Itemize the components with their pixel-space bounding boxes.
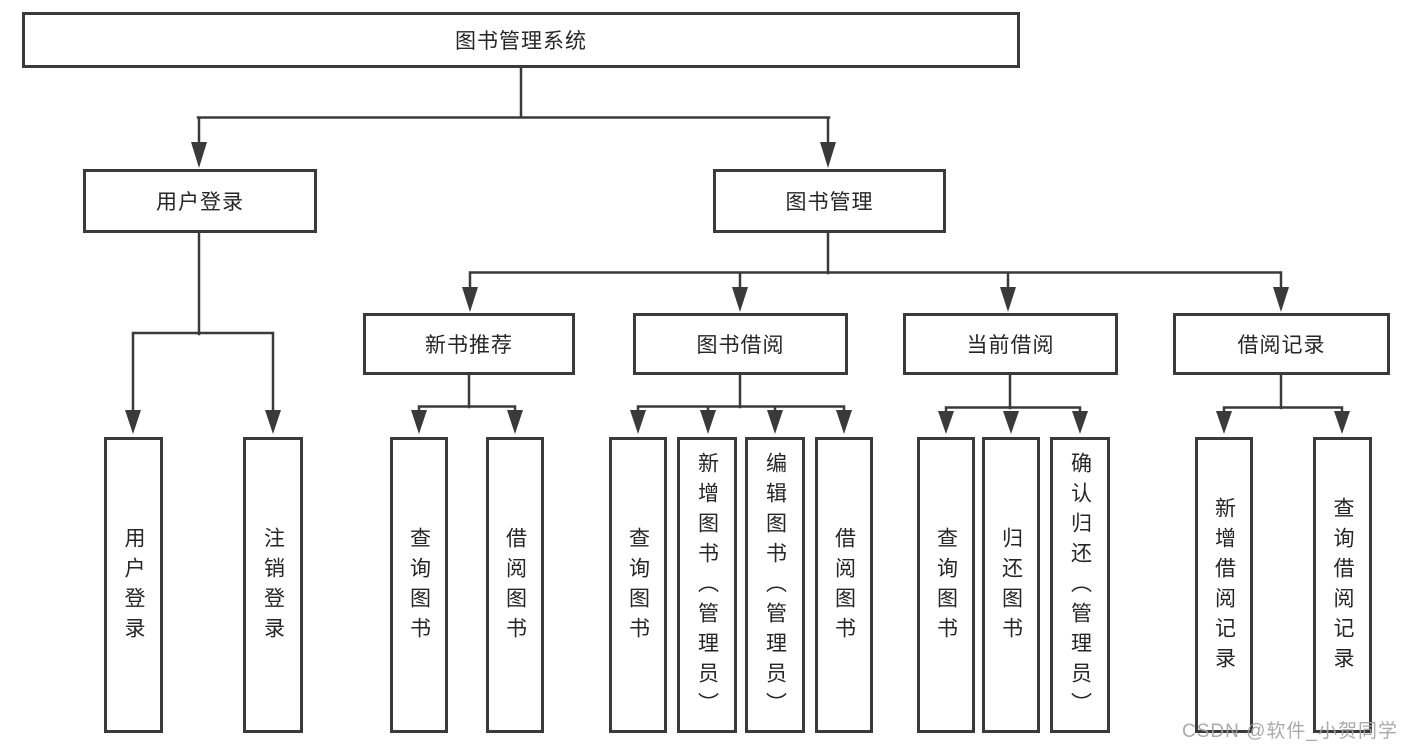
node-user-login: 用户登录: [83, 169, 317, 233]
node-current-borrow: 当前借阅: [903, 313, 1118, 375]
leaf-query-books-current: 查询图书: [917, 437, 975, 733]
leaf-borrow-books: 借阅图书: [815, 437, 873, 733]
leaf-logout: 注销登录: [243, 437, 303, 733]
node-root: 图书管理系统: [22, 12, 1020, 68]
leaf-query-borrow-record: 查询借阅记录: [1313, 437, 1372, 733]
leaf-add-borrow-record: 新增借阅记录: [1195, 437, 1253, 733]
leaf-query-books-recommend: 查询图书: [390, 437, 448, 733]
node-book-management: 图书管理: [713, 169, 946, 233]
node-new-book-recommend: 新书推荐: [363, 313, 575, 375]
arrowheads: [125, 142, 1350, 434]
leaf-user-login: 用户登录: [104, 437, 163, 733]
leaf-borrow-books-recommend: 借阅图书: [486, 437, 544, 733]
node-borrow-records: 借阅记录: [1173, 313, 1390, 375]
node-book-borrow: 图书借阅: [633, 313, 848, 375]
leaf-edit-book-admin: 编辑图书（管理员）: [745, 437, 805, 733]
leaf-confirm-return-admin: 确认归还（管理员）: [1050, 437, 1110, 733]
leaf-query-books-borrow: 查询图书: [609, 437, 667, 733]
leaf-return-book: 归还图书: [982, 437, 1040, 733]
leaf-add-book-admin: 新增图书（管理员）: [677, 437, 737, 733]
csdn-watermark: CSDN @软件_小贺同学: [1182, 721, 1398, 742]
